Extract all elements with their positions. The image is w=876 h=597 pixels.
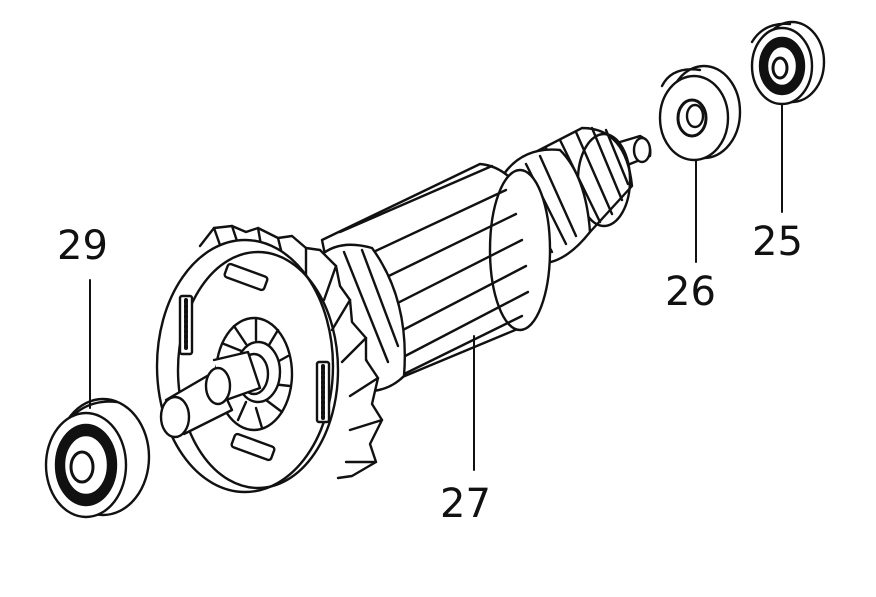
leader-lines	[89, 103, 783, 471]
washer-26	[658, 64, 742, 162]
part-number-27: 27	[440, 481, 491, 527]
part-number-26: 26	[665, 269, 716, 315]
bearing-29	[44, 397, 151, 519]
bearing-25	[750, 20, 826, 106]
armature-27	[155, 126, 652, 494]
part-number-25: 25	[752, 219, 803, 265]
part-number-29: 29	[57, 223, 108, 269]
